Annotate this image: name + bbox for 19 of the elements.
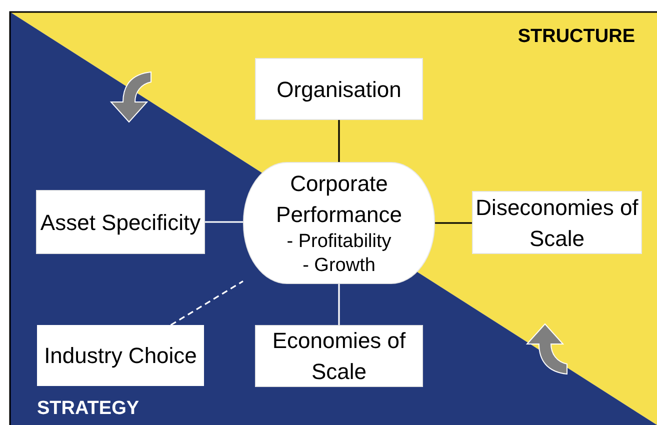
connector-line [435,222,472,224]
concept-box [255,325,423,387]
node-title: Industry Choice [44,342,197,370]
concept-box [36,190,205,254]
connector-line [338,120,340,162]
node-detail: - Growth [302,254,376,278]
node-title: Corporate Performance [275,170,403,229]
connector-line [205,221,243,223]
area-label: STRUCTURE [518,26,635,48]
node-title: Diseconomies of Scale [474,194,640,252]
node-title: Organisation [276,76,402,104]
dashed-box [37,325,204,386]
area-label: STRATEGY [37,398,140,420]
connector-line [338,284,340,325]
node-title: Asset Specificity [40,208,201,237]
concept-box [255,58,423,120]
node-title: Economies of Scale [271,327,407,386]
node-detail: - Profitability [286,230,392,254]
connector-line [170,280,244,326]
